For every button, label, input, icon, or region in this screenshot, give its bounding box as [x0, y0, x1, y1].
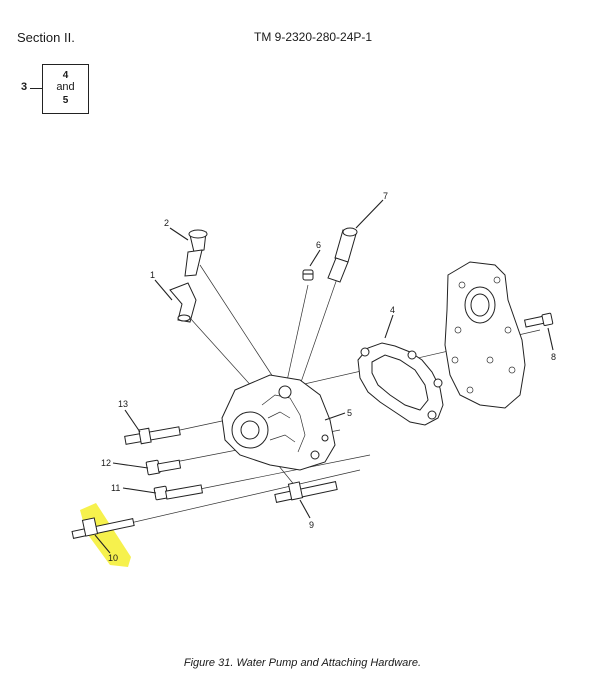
- callout-11: 11: [111, 483, 120, 493]
- callout-8: 8: [551, 352, 556, 362]
- part-8-bolt: [524, 312, 554, 328]
- leader-lines: [94, 199, 554, 554]
- figure-reference-number: 3: [21, 81, 28, 93]
- section-label: Section II.: [17, 30, 75, 45]
- part-11-bolt: [153, 484, 204, 501]
- figure-reference-line1: 4: [62, 70, 69, 81]
- part-6-plug: [302, 269, 314, 281]
- engine-cover-plate: [444, 261, 526, 409]
- part-10-stud: [71, 517, 135, 539]
- part-9-stud: [274, 481, 338, 503]
- manual-number: TM 9-2320-280-24P-1: [254, 30, 373, 44]
- figure-reference-line2: and: [56, 81, 75, 93]
- callout-13: 13: [118, 399, 128, 409]
- part-13-stud: [124, 426, 181, 445]
- part-1-elbow: [169, 282, 197, 323]
- callout-7: 7: [383, 191, 388, 201]
- callout-12: 12: [101, 458, 111, 468]
- callout-9: 9: [309, 520, 314, 530]
- callout-2: 2: [164, 218, 169, 228]
- callout-1: 1: [150, 270, 155, 280]
- figure-reference-box: 4 and 5: [42, 64, 89, 114]
- part-4-gasket: [357, 342, 444, 426]
- part-12-bolt: [145, 459, 182, 476]
- callout-5: 5: [347, 408, 352, 418]
- callout-4: 4: [390, 305, 395, 315]
- callout-10: 10: [108, 553, 118, 563]
- figure-caption: Figure 31. Water Pump and Attaching Hard…: [183, 657, 422, 669]
- part-7-fitting: [327, 227, 358, 283]
- figure-reference-line3: 5: [62, 95, 69, 106]
- part-5-water-pump: [221, 374, 336, 471]
- callout-6: 6: [316, 240, 321, 250]
- figure-reference-tick: [30, 88, 42, 89]
- part-2-fitting: [184, 229, 208, 277]
